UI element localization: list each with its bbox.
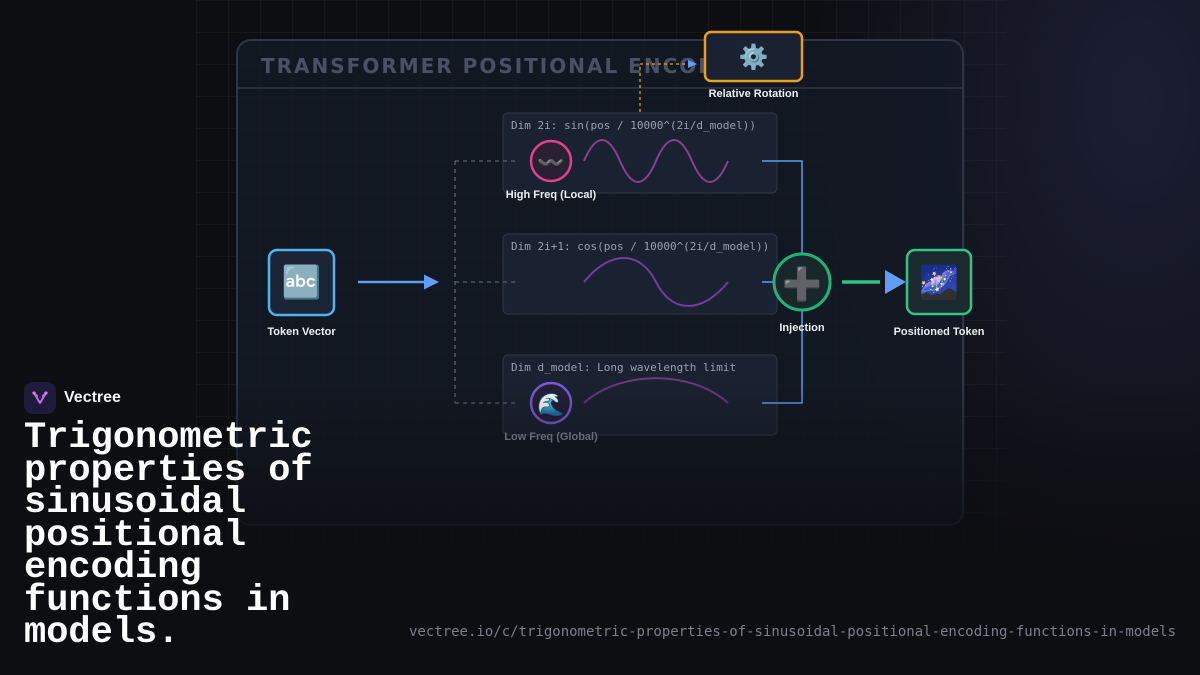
brand: Vectree [24, 382, 121, 414]
water-wave-icon: 🌊 [537, 392, 564, 417]
panel-title: TRANSFORMER POSITIONAL ENCODER M [261, 54, 781, 78]
high-freq-node [529, 139, 573, 183]
page-headline: Trigonometric properties of sinusoidal p… [24, 417, 313, 654]
token-vector-label: Token Vector [267, 326, 336, 338]
relative-rotation-node [703, 30, 804, 83]
brand-name: Vectree [64, 389, 121, 406]
page-url: vectree.io/c/trigonometric-properties-of… [408, 624, 1176, 640]
injection-label: Injection [779, 322, 825, 334]
mid-frequency-wave [583, 257, 729, 307]
injection-node [772, 252, 832, 312]
milky-way-icon: 🌌 [919, 264, 959, 300]
rotation-link [639, 63, 696, 112]
plus-icon: ➕ [782, 266, 822, 302]
relative-rotation-label: Relative Rotation [709, 88, 799, 100]
positioned-token-node [905, 248, 973, 316]
high-freq-label: High Freq (Local) [506, 189, 597, 201]
formula-box-high [502, 112, 778, 194]
positioned-token-label: Positioned Token [894, 326, 985, 338]
wavy-dash-icon: 〰️ [537, 150, 564, 175]
low-freq-label: Low Freq (Global) [504, 431, 598, 443]
formula-mid: Dim 2i+1: cos(pos / 10000^(2i/d_model)) [511, 240, 769, 253]
injection-to-output-arrowhead [885, 270, 906, 294]
gear-icon: ⚙️ [739, 43, 769, 71]
token-vector-node [267, 248, 336, 317]
abc-input-icon: 🔤 [282, 264, 322, 300]
rotation-link-arrowhead [688, 60, 697, 68]
formula-high: Dim 2i: sin(pos / 10000^(2i/d_model)) [511, 119, 756, 132]
branch-lines [454, 160, 515, 404]
formula-low: Dim d_model: Long wavelength limit [511, 361, 736, 374]
vectree-logo-icon [24, 382, 56, 414]
high-frequency-wave [583, 139, 729, 183]
